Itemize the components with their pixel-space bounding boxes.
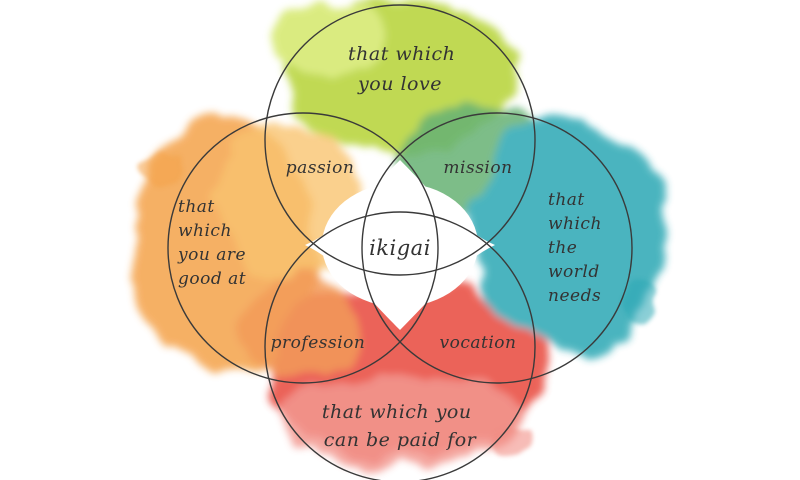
label-mission: mission: [443, 158, 512, 178]
label-left-line-2: which: [178, 221, 232, 241]
watercolor-washes: [130, 0, 665, 465]
wash-right-teal: [475, 115, 665, 355]
label-top: that which you love: [348, 43, 462, 95]
center-white-core: [322, 183, 478, 307]
circle-bottom: [264, 211, 536, 480]
label-passion: passion: [286, 158, 355, 178]
label-right-line-2: which: [548, 214, 602, 234]
label-bottom-line-1: that which you: [322, 401, 472, 423]
label-top-line-1: that which: [348, 43, 455, 65]
labels: that which you love that which you are g…: [177, 43, 608, 451]
wash-speck-c: [495, 426, 535, 454]
label-bottom-line-2: can be paid for: [324, 429, 478, 451]
wash-bottom-pink: [285, 375, 525, 465]
label-left-line-3: you are: [177, 245, 246, 265]
label-bottom: that which you can be paid for: [322, 401, 478, 451]
label-right: that which the world needs: [548, 190, 608, 306]
label-left: that which you are good at: [177, 197, 252, 289]
label-top-line-2: you love: [357, 73, 442, 95]
circle-outlines: [167, 4, 633, 480]
label-right-line-3: the: [548, 238, 577, 258]
label-center-ikigai: ikigai: [369, 236, 431, 260]
circle-right: [361, 112, 633, 384]
label-left-line-1: that: [178, 197, 215, 217]
label-left-line-4: good at: [178, 269, 246, 289]
label-vocation: vocation: [440, 333, 517, 353]
label-right-line-1: that: [548, 190, 585, 210]
label-profession: profession: [271, 333, 366, 353]
label-right-line-5: needs: [548, 286, 601, 306]
wash-speck-a: [138, 152, 182, 188]
wash-top-green-light: [270, 5, 390, 75]
circle-left: [167, 112, 439, 384]
wash-speck-b: [622, 278, 658, 322]
label-right-line-4: world: [548, 262, 600, 282]
wash-lower-left-orange: [240, 280, 360, 380]
circle-top: [264, 4, 536, 276]
